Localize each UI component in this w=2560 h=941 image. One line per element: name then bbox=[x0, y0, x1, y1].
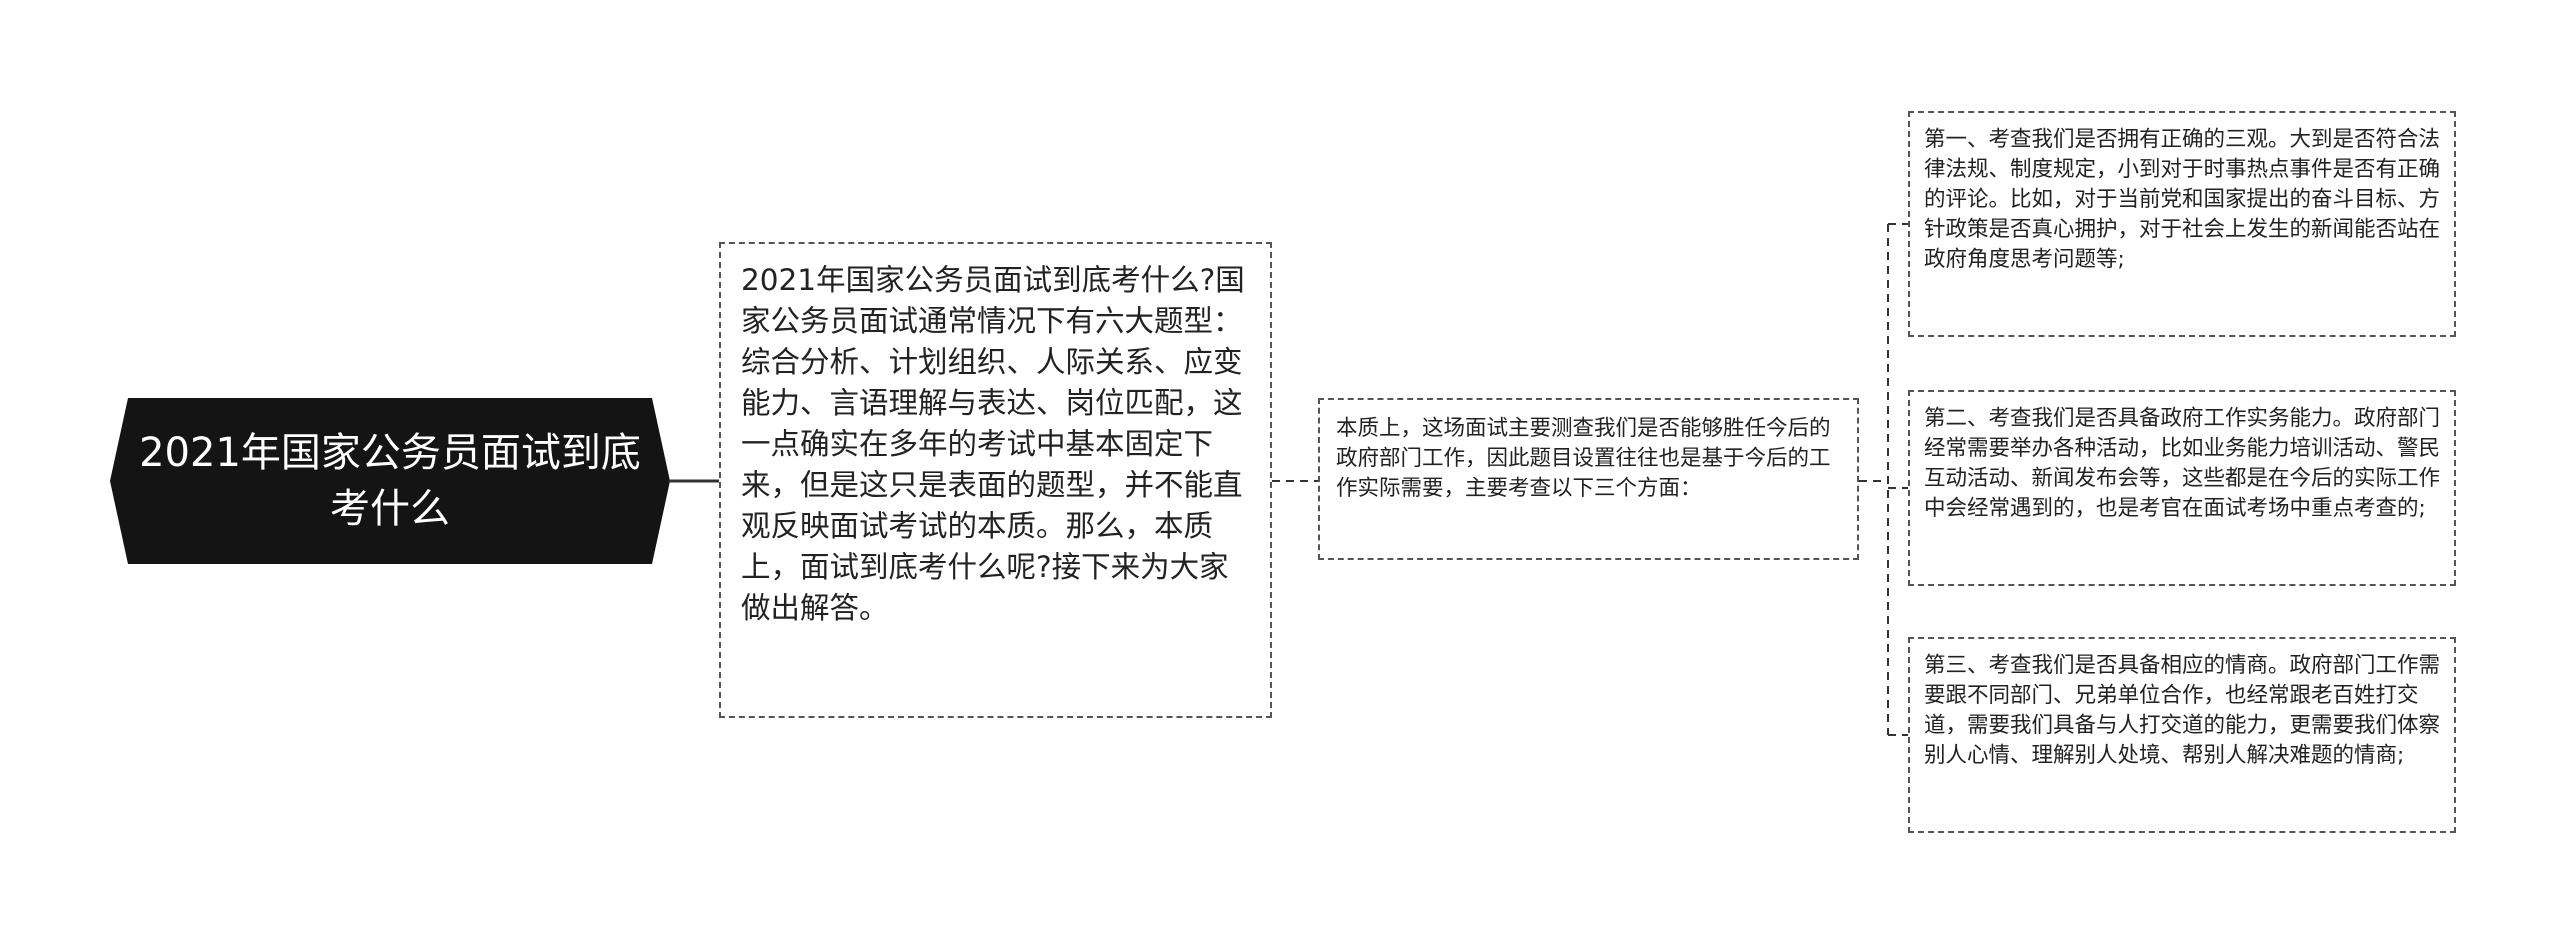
essence-node[interactable]: 本质上，这场面试主要测查我们是否能够胜任今后的政府部门工作，因此题目设置往往也是… bbox=[1318, 398, 1859, 560]
root-node[interactable]: 2021年国家公务员面试到底考什么 bbox=[110, 398, 670, 564]
point-node-worldview[interactable]: 第一、考查我们是否拥有正确的三观。大到是否符合法律法规、制度规定，小到对于时事热… bbox=[1908, 111, 2456, 337]
point-node-emotional-intelligence[interactable]: 第三、考查我们是否具备相应的情商。政府部门工作需要跟不同部门、兄弟单位合作，也经… bbox=[1908, 637, 2456, 833]
root-node-title: 2021年国家公务员面试到底考什么 bbox=[139, 430, 641, 532]
point-node-practical-ability[interactable]: 第二、考查我们是否具备政府工作实务能力。政府部门经常需要举办各种活动，比如业务能… bbox=[1908, 390, 2456, 586]
root-node-shape bbox=[110, 398, 670, 564]
intro-node[interactable]: 2021年国家公务员面试到底考什么?国家公务员面试通常情况下有六大题型：综合分析… bbox=[719, 242, 1272, 718]
